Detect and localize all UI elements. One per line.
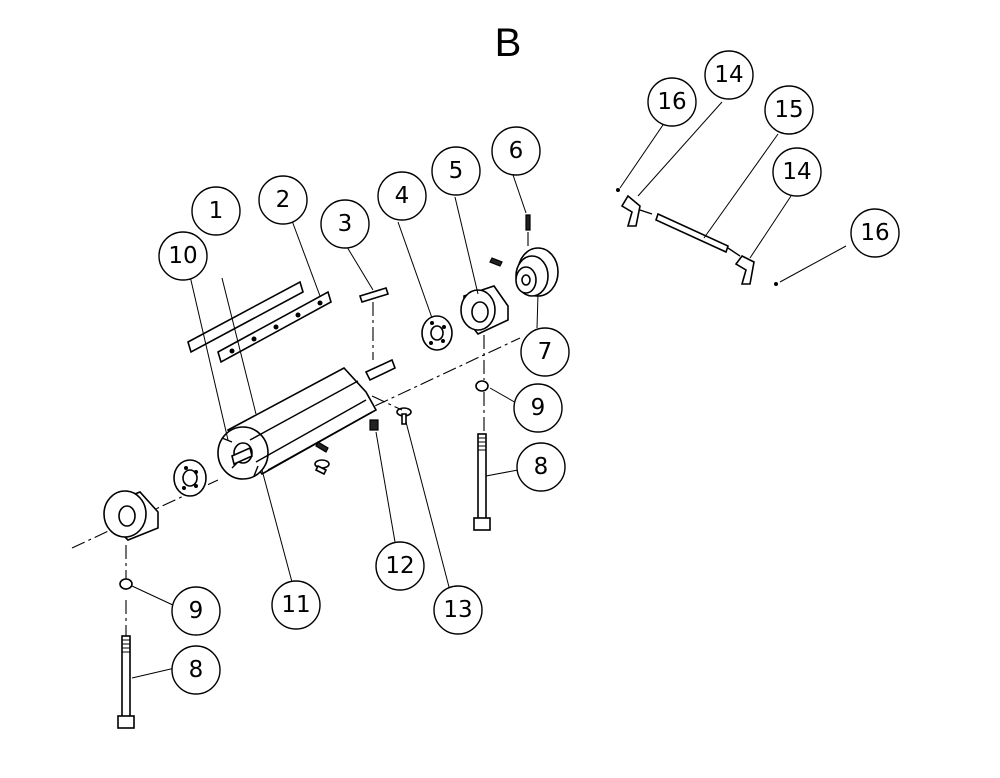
balloon-11: 11 (271, 580, 321, 630)
bolt-right (473, 433, 491, 531)
screw-axis (371, 395, 403, 411)
balloon-13: 13 (433, 585, 483, 635)
balloon-15: 15 (764, 85, 814, 135)
balloon-16-top: 16 (647, 77, 697, 127)
cutter-head (217, 358, 397, 480)
balloon-13-label: 13 (443, 597, 472, 623)
balloon-10: 10 (158, 231, 208, 281)
balloon-9-right: 9 (513, 383, 563, 433)
balloon-12-label: 12 (385, 553, 414, 579)
balloon-6-label: 6 (509, 138, 524, 164)
bearing-block-right (460, 285, 509, 335)
shaft-assembly (616, 188, 778, 286)
balloon-7-label: 7 (538, 339, 553, 365)
balloon-4-label: 4 (395, 183, 410, 209)
screw-13 (396, 407, 412, 425)
balloon-12: 12 (375, 541, 425, 591)
balloon-9-left: 9 (171, 586, 221, 636)
balloon-9-right-label: 9 (531, 395, 546, 421)
pulley (515, 247, 559, 297)
balloon-8-left: 8 (171, 645, 221, 695)
bearing-right (421, 315, 453, 351)
balloon-3: 3 (320, 199, 370, 249)
section-title: B (495, 21, 522, 65)
balloon-10-label: 10 (168, 243, 197, 269)
balloon-8-right-label: 8 (534, 454, 549, 480)
bolt-left (117, 635, 135, 729)
balloon-14-top-label: 14 (714, 62, 743, 88)
balloon-14-top: 14 (704, 50, 754, 100)
balloon-2-label: 2 (276, 187, 291, 213)
balloon-8-left-label: 8 (189, 657, 204, 683)
bearing-block-left (103, 490, 159, 541)
knife-gib (217, 290, 332, 364)
pulley-key (489, 257, 503, 267)
balloon-11-label: 11 (281, 592, 310, 618)
leader-lines (131, 101, 847, 679)
set-screw-6 (525, 214, 531, 231)
screw-12 (369, 419, 379, 431)
balloon-14-bottom: 14 (772, 147, 822, 197)
balloon-7: 7 (520, 327, 570, 377)
shaft-end (231, 446, 253, 466)
balloon-5: 5 (431, 146, 481, 196)
balloon-16-right-label: 16 (860, 220, 889, 246)
screw-head-a (315, 441, 329, 453)
balloon-1: 1 (191, 186, 241, 236)
balloon-2: 2 (258, 175, 308, 225)
balloon-16-top-label: 16 (657, 89, 686, 115)
balloon-5-label: 5 (449, 158, 464, 184)
balloon-6: 6 (491, 126, 541, 176)
knife-blade (187, 280, 304, 354)
screw-head-b (314, 459, 330, 476)
balloon-8-right: 8 (516, 442, 566, 492)
bearing-left (173, 459, 207, 497)
balloon-4: 4 (377, 171, 427, 221)
balloon-9-left-label: 9 (189, 598, 204, 624)
washer-right (475, 380, 489, 392)
key (358, 287, 390, 303)
washer-left (119, 578, 133, 590)
balloon-1-label: 1 (209, 198, 224, 224)
balloon-14-bottom-label: 14 (782, 159, 811, 185)
balloon-15-label: 15 (774, 97, 803, 123)
balloon-3-label: 3 (338, 211, 353, 237)
balloon-16-right: 16 (850, 208, 900, 258)
